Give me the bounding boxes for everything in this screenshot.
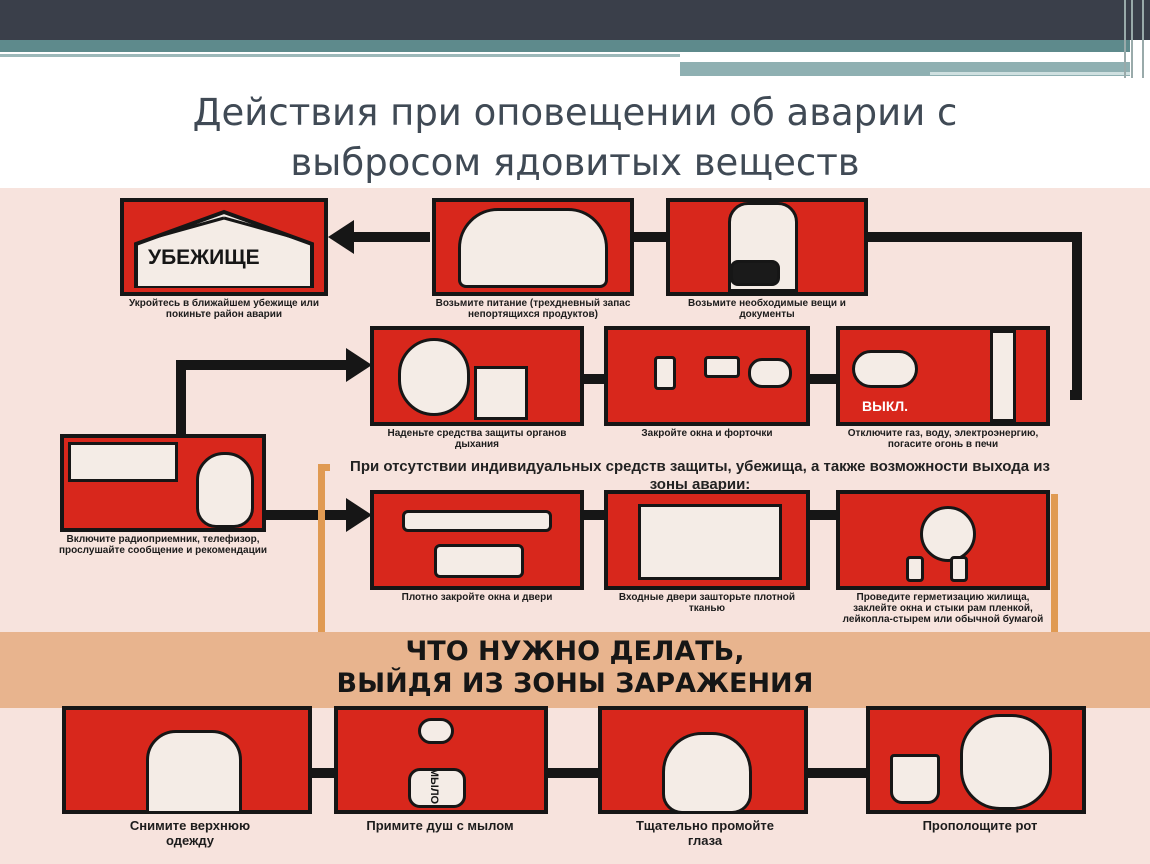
- caption-cloth-door: Входные двери зашторьте плотной тканью: [618, 592, 796, 614]
- connector: [808, 510, 838, 520]
- header-accent-line-light: [930, 72, 1130, 75]
- shelter-icon: [132, 208, 316, 290]
- arrow-left-icon: [328, 220, 354, 254]
- shower-icon: [418, 718, 454, 744]
- connector: [632, 232, 666, 242]
- no-protection-heading: При отсутствии индивидуальных средств за…: [330, 458, 1070, 494]
- header-dark-bar: [0, 0, 1150, 40]
- soap-icon: [408, 768, 466, 808]
- face-icon: [196, 452, 254, 528]
- caption-mouth: Прополощите рот: [922, 818, 1038, 833]
- connector: [262, 510, 350, 520]
- panel-eyes: [598, 706, 808, 814]
- rinse-cup-icon: [890, 754, 940, 804]
- panel-utilities: ВЫКЛ.: [836, 326, 1050, 426]
- gas-mask-icon: [398, 338, 470, 416]
- face-wash-icon: [662, 732, 752, 814]
- window-handle-icon: [654, 356, 676, 390]
- panel-shower: МЫЛО: [334, 706, 548, 814]
- shelter-label: УБЕЖИЩЕ: [148, 246, 260, 269]
- rinse-face-icon: [960, 714, 1052, 810]
- panel-documents: [666, 198, 868, 296]
- pipe-valve-icon: [990, 330, 1016, 422]
- connector: [176, 360, 350, 370]
- panel-windows: [604, 326, 810, 426]
- caption-shelter: Укройтесь в ближайшем убежище или покинь…: [128, 298, 320, 320]
- arrow-right-icon: [346, 348, 372, 382]
- safety-poster: УБЕЖИЩЕ Укройтесь в ближайшем убежище ил…: [0, 188, 1150, 864]
- panel-gasmask: [370, 326, 584, 426]
- connector: [350, 232, 430, 242]
- exit-zone-band: [0, 632, 1150, 708]
- coat-hanger-icon: [146, 730, 242, 814]
- header-teal-bar: [0, 40, 1130, 52]
- switch-off-icon: [852, 350, 918, 388]
- panel-food: [432, 198, 634, 296]
- door-latch-icon: [434, 544, 524, 578]
- off-label: ВЫКЛ.: [862, 398, 909, 414]
- filter-canister-icon: [474, 366, 528, 420]
- food-bag-icon: [458, 208, 608, 288]
- tape-roll-icon: [920, 506, 976, 562]
- connector: [582, 510, 606, 520]
- connector: [808, 374, 838, 384]
- panel-shelter: УБЕЖИЩЕ: [120, 198, 328, 296]
- connector: [1072, 232, 1082, 400]
- caption-food: Возьмите питание (трехдневный запас непо…: [435, 298, 631, 320]
- caption-seal-doors: Плотно закройте окна и двери: [401, 592, 553, 603]
- caption-clothes: Снимите верхнюю одежду: [129, 818, 251, 848]
- soap-label: МЫЛО: [428, 767, 441, 805]
- panel-seal-doors: [370, 490, 584, 590]
- panel-radio: [60, 434, 266, 532]
- caption-documents: Возьмите необходимые вещи и документы: [688, 298, 846, 320]
- connector: [582, 374, 606, 384]
- connector: [546, 768, 600, 778]
- connector: [176, 360, 186, 442]
- connector: [868, 232, 1082, 242]
- caption-utilities: Отключите газ, воду, электроэнергию, пог…: [847, 428, 1039, 450]
- caption-radio: Включите радиоприемник, телефизор, просл…: [58, 534, 268, 556]
- panel-clothes: [62, 706, 312, 814]
- bag-icon: [730, 260, 780, 286]
- window-handle-icon: [704, 356, 740, 378]
- arrow-right-icon: [346, 498, 372, 532]
- connector: [1070, 390, 1082, 400]
- panel-mouth: [866, 706, 1086, 814]
- door-latch-icon: [402, 510, 552, 532]
- caption-windows: Закройте окна и форточки: [641, 428, 773, 439]
- caption-shower: Примите душ с мылом: [366, 818, 514, 833]
- caption-hermetic: Проведите герметизацию жилища, заклейте …: [842, 592, 1044, 625]
- connector: [310, 768, 336, 778]
- slide-title: Действия при оповещении об аварии с выбр…: [192, 91, 958, 184]
- window-handle-icon: [906, 556, 924, 582]
- caption-eyes: Тщательно промойте глаза: [636, 818, 774, 848]
- header-accent-line: [0, 54, 680, 57]
- radio-listener-icon: [68, 442, 178, 482]
- panel-cloth-door: [604, 490, 810, 590]
- exit-zone-heading: ЧТО НУЖНО ДЕЛАТЬ, ВЫЙДЯ ИЗ ЗОНЫ ЗАРАЖЕНИ…: [336, 636, 814, 699]
- connector: [806, 768, 868, 778]
- hand-icon: [748, 358, 792, 388]
- caption-gasmask: Наденьте средства защиты органов дыхания: [387, 428, 567, 450]
- curtain-icon: [638, 504, 782, 580]
- header-vertical-bars: [1124, 0, 1144, 78]
- window-handle-icon: [950, 556, 968, 582]
- panel-hermetic: [836, 490, 1050, 590]
